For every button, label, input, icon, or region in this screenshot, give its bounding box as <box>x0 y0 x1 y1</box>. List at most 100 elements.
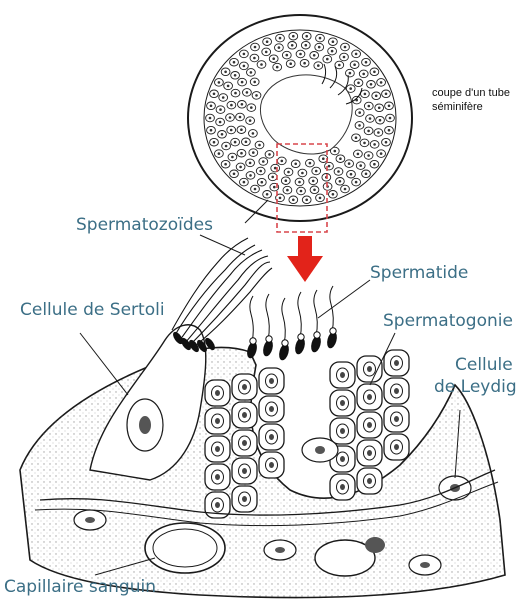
tube-cell-nucleus <box>364 93 367 96</box>
tube-cell-nucleus <box>332 40 335 43</box>
label-leydig-line2: de Leydig <box>434 378 517 398</box>
spermatid-tail <box>250 296 253 342</box>
tube-cell-nucleus <box>379 119 382 122</box>
spermatid-cap <box>314 332 320 338</box>
tube-cell-nucleus <box>271 176 274 179</box>
germ-cell-nucleolus <box>367 394 372 400</box>
spermatid-cap <box>266 336 272 342</box>
tube-cell-nucleus <box>243 65 246 68</box>
tube-cell-nucleus <box>279 37 282 40</box>
tube-cell-nucleus <box>255 94 258 97</box>
tube-cell-nucleus <box>303 62 306 65</box>
tube-cell-nucleus <box>388 105 391 108</box>
tube-cell-nucleus <box>373 143 376 146</box>
germ-cell-nucleolus <box>394 416 399 422</box>
tube-cell-nucleus <box>249 174 252 177</box>
tube-cell-nucleus <box>287 171 290 174</box>
tube-cell-nucleus <box>298 181 301 184</box>
tube-cell-nucleus <box>315 170 318 173</box>
tube-cell-nucleus <box>357 82 360 85</box>
tube-cell-nucleus <box>266 193 269 196</box>
spermatid-tail <box>314 290 317 336</box>
tube-cell-nucleus <box>243 181 246 184</box>
tube-cell-nucleus <box>222 96 225 99</box>
tube-cell-nucleus <box>305 35 308 38</box>
tube-cell-nucleus <box>292 199 295 202</box>
tube-cell-nucleus <box>318 46 321 49</box>
tube-cell-nucleus <box>245 141 248 144</box>
germ-cell-nucleolus <box>340 400 345 406</box>
tube-cell-nucleus <box>234 92 237 95</box>
germ-cell-nucleolus <box>340 428 345 434</box>
germ-cell-nucleolus <box>367 366 372 372</box>
tube-cell-nucleus <box>218 152 221 155</box>
germ-cell-nucleolus <box>215 446 220 452</box>
tube-cell-nucleus <box>331 50 334 53</box>
tube-cell-nucleus <box>272 57 275 60</box>
tube-cell-nucleus <box>292 35 295 38</box>
tube-cell-nucleus <box>286 189 289 192</box>
tube-cell-nucleus <box>279 197 282 200</box>
tube-cell-nucleus <box>368 105 371 108</box>
germ-cell-nucleolus <box>367 450 372 456</box>
spermatid-cap <box>282 340 288 346</box>
tube-cell-nucleus <box>385 141 388 144</box>
tube-cell-nucleus <box>266 40 269 43</box>
germ-cell-nucleolus <box>242 496 247 502</box>
germ-cell-nucleolus <box>269 378 274 384</box>
tube-cell-nucleus <box>357 153 360 156</box>
germ-cell-nucleolus <box>215 474 220 480</box>
tube-cell-nucleus <box>234 74 237 77</box>
germ-cell-nucleolus <box>215 390 220 396</box>
tube-cell-nucleus <box>230 104 233 107</box>
tube-cell-nucleus <box>246 91 249 94</box>
tube-cell-nucleus <box>253 57 256 60</box>
tube-cell-nucleus <box>260 63 263 66</box>
tube-cell-nucleus <box>243 53 246 56</box>
tube-cell-nucleus <box>219 108 222 111</box>
tube-cell-nucleus <box>367 130 370 133</box>
tube-cell-nucleus <box>322 157 325 160</box>
tube-cell-nucleus <box>213 93 216 96</box>
spermatid-tail <box>282 298 285 344</box>
label-spermatogonie: Spermatogonie <box>383 312 513 332</box>
spermatid-cap <box>330 328 336 334</box>
tube-cell-nucleus <box>259 170 262 173</box>
tube-cell-nucleus <box>224 71 227 74</box>
tube-cell-nucleus <box>265 51 268 54</box>
tube-cell-nucleus <box>240 152 243 155</box>
tube-cell-nucleus <box>241 103 244 106</box>
germ-cell-nucleolus <box>367 478 372 484</box>
tube-cell-nucleus <box>289 62 292 65</box>
tube-cell-nucleus <box>233 61 236 64</box>
enlarged-tissue <box>20 238 505 598</box>
tube-cell-nucleus <box>365 61 368 64</box>
tube-cell-nucleus <box>339 180 342 183</box>
tube-cell-nucleus <box>219 121 222 124</box>
tube-cell-nucleus <box>239 116 242 119</box>
label-spermatide: Spermatide <box>370 264 468 284</box>
germ-cell-nucleolus <box>269 434 274 440</box>
tube-cell-nucleus <box>326 58 329 61</box>
tube-cell-nucleus <box>380 152 383 155</box>
tube-cell-nucleus <box>355 136 358 139</box>
tube-cell-nucleus <box>285 179 288 182</box>
germ-cell-nucleolus <box>340 372 345 378</box>
tube-cell-nucleus <box>337 170 340 173</box>
tube-cell-nucleus <box>339 157 342 160</box>
tubule-caption-line2: séminifère <box>432 100 510 114</box>
tube-cell-nucleus <box>343 56 346 59</box>
tube-cell-nucleus <box>253 81 256 84</box>
tube-cell-nucleus <box>319 37 322 40</box>
tube-cell-nucleus <box>377 131 380 134</box>
spermatozoa-bundle <box>172 238 272 346</box>
germ-cell-nucleolus <box>340 484 345 490</box>
tube-cell-nucleus <box>380 81 383 84</box>
germ-cell-nucleolus <box>394 444 399 450</box>
tube-cell-nucleus <box>250 106 253 109</box>
spermatid-tail <box>266 294 269 340</box>
tube-cell-nucleus <box>210 129 213 132</box>
tube-cell-nucleus <box>229 116 232 119</box>
tube-cell-nucleus <box>262 160 265 163</box>
tube-cell-nucleus <box>278 46 281 49</box>
